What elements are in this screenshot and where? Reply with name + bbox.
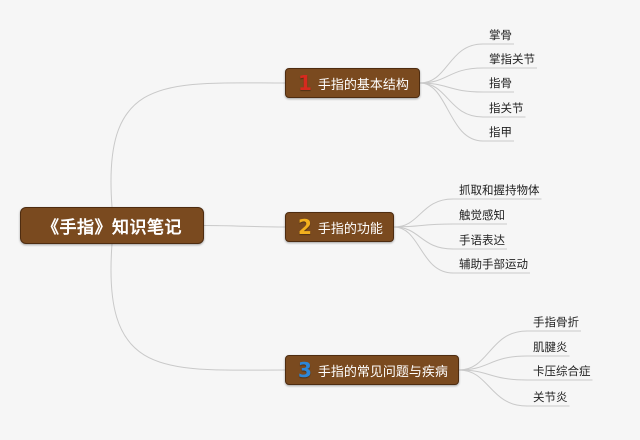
- connector-branch-leaf: [419, 82, 484, 142]
- leaf-item[interactable]: 掌指关节: [489, 52, 535, 66]
- connector-branch-leaf: [419, 82, 484, 118]
- connector-branch-leaf: [393, 226, 454, 250]
- leaf-item[interactable]: 触觉感知: [459, 208, 505, 222]
- branch-number: 3: [298, 358, 312, 382]
- leaf-item[interactable]: 手语表达: [459, 233, 505, 247]
- connector-branch-leaf: [419, 82, 484, 93]
- branch-label: 手指的常见问题与疾病: [317, 364, 448, 380]
- branch-label: 手指的功能: [317, 221, 383, 237]
- connector-branch-leaf: [393, 198, 454, 228]
- leaf-item[interactable]: 指关节: [489, 101, 524, 115]
- connector-root-branch: [110, 82, 286, 208]
- connector-branch-leaf: [393, 226, 454, 274]
- connector-branch-leaf: [458, 369, 528, 381]
- leaf-item[interactable]: 肌腱炎: [533, 340, 568, 354]
- leaf-item[interactable]: 手指骨折: [533, 315, 579, 329]
- branch-node-problems[interactable]: 3 手指的常见问题与疾病: [285, 355, 459, 385]
- root-node[interactable]: 《手指》知识笔记: [20, 207, 204, 244]
- connector-branch-leaf: [419, 43, 484, 84]
- branch-node-function[interactable]: 2 手指的功能: [285, 212, 394, 242]
- branch-number: 1: [298, 71, 312, 95]
- branch-number: 2: [298, 215, 312, 239]
- leaf-item[interactable]: 关节炎: [533, 390, 568, 404]
- leaf-item[interactable]: 抓取和握持物体: [459, 183, 540, 197]
- leaf-item[interactable]: 指骨: [489, 76, 512, 90]
- branch-node-structure[interactable]: 1 手指的基本结构: [285, 68, 420, 98]
- connector-branch-leaf: [458, 330, 528, 371]
- leaf-item[interactable]: 卡压综合症: [533, 364, 591, 378]
- connector-root-branch: [110, 243, 286, 371]
- connector-branch-leaf: [419, 67, 484, 84]
- connector-root-branch: [203, 225, 286, 228]
- branch-label: 手指的基本结构: [317, 77, 409, 93]
- leaf-item[interactable]: 辅助手部运动: [459, 257, 528, 271]
- connector-branch-leaf: [458, 355, 528, 371]
- connector-branch-leaf: [458, 369, 528, 407]
- root-label: 《手指》知识笔记: [42, 218, 182, 238]
- leaf-item[interactable]: 指甲: [489, 125, 512, 139]
- leaf-item[interactable]: 掌骨: [489, 28, 512, 42]
